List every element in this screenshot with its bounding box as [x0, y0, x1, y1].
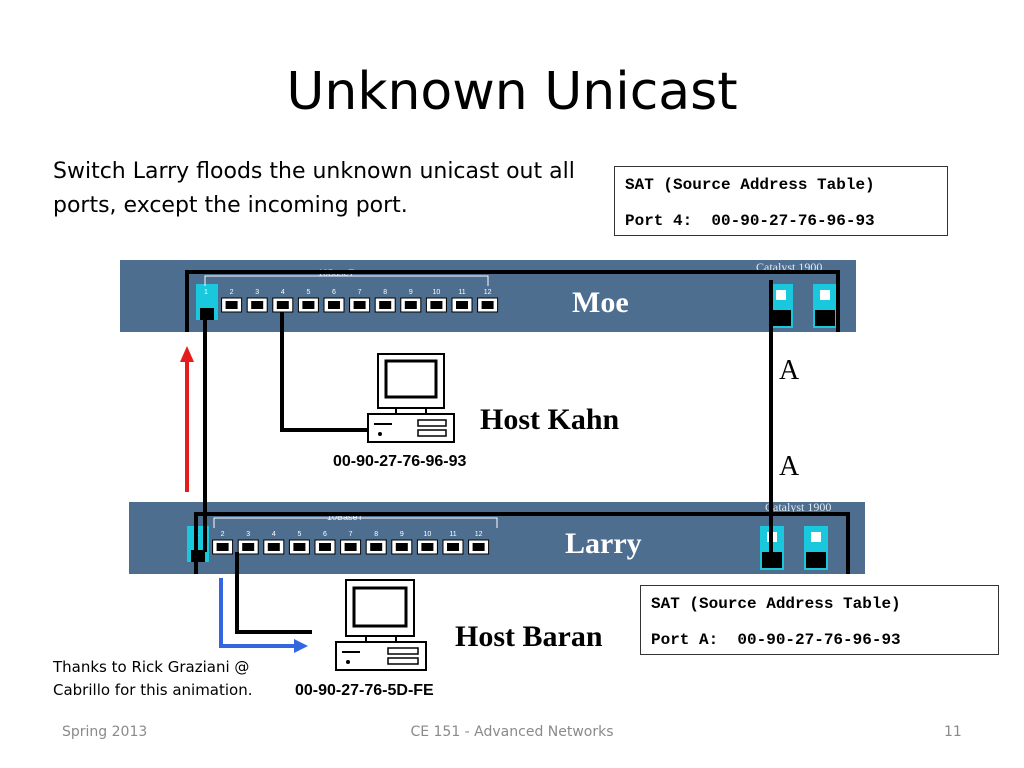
footer-page-number: 11 [944, 724, 962, 740]
switch-larry-frame-line [194, 512, 850, 574]
cable-larry-port2-to-host-baran [235, 552, 312, 634]
switch-larry-port-number-2: 2 [221, 531, 225, 538]
switch-larry-port-number-8: 8 [374, 531, 378, 538]
switch-moe-port-number-1: 1 [204, 289, 208, 296]
switch-larry-10baset-label: 10BaseT [327, 512, 364, 522]
host-baran-mac: 00-90-27-76-5D-FE [295, 682, 434, 699]
sat-header: SAT (Source Address Table) [651, 595, 901, 613]
footer-date: Spring 2013 [62, 724, 148, 740]
computer-icon-host-kahn [367, 353, 455, 443]
switch-larry-port-number-7: 7 [349, 531, 353, 538]
switch-moe-frame-line [185, 270, 840, 332]
switch-larry-port-number-9: 9 [400, 531, 404, 538]
sat-entry: Port A: 00-90-27-76-96-93 [651, 631, 901, 649]
uplink-label-top: A [779, 355, 800, 386]
switch-larry-port-number-10: 10 [424, 531, 432, 538]
switch-moe-name: Moe [572, 286, 629, 319]
switch-larry-brand: Catalyst 1900 [765, 500, 832, 514]
frame-arrow-head [294, 639, 308, 653]
switch-moe-port-number-6: 6 [332, 289, 336, 296]
switch-moe-port-number-12: 12 [484, 289, 492, 296]
switch-moe-port-number-4: 4 [281, 289, 285, 296]
credits-line-2: Cabrillo for this animation. [53, 681, 253, 699]
host-kahn-label: Host Kahn [480, 403, 620, 436]
switch-moe-port-number-11: 11 [458, 289, 465, 296]
sat-table-larry: SAT (Source Address Table) Port A: 00-90… [640, 585, 999, 655]
switch-moe-port-number-7: 7 [358, 289, 362, 296]
switch-moe-10baset-bracket [204, 275, 489, 286]
sat-table-moe: SAT (Source Address Table) Port 4: 00-90… [614, 166, 948, 236]
switch-larry-port-number-5: 5 [297, 531, 301, 538]
switch-moe-port-number-2: 2 [230, 289, 234, 296]
flood-arrow-head [180, 346, 194, 362]
host-kahn-mac: 00-90-27-76-96-93 [333, 453, 467, 470]
switch-moe-port-number-3: 3 [255, 289, 259, 296]
host-baran-label: Host Baran [455, 620, 603, 653]
slide-title: Unknown Unicast [286, 62, 738, 122]
sat-entry: Port 4: 00-90-27-76-96-93 [625, 212, 875, 230]
cable-moe-port4-to-host-kahn [280, 312, 372, 432]
footer-course: CE 151 - Advanced Networks [410, 724, 614, 740]
switch-larry-port-number-6: 6 [323, 531, 327, 538]
credits-line-1: Thanks to Rick Graziani @ [53, 658, 250, 676]
switch-moe-port-number-8: 8 [383, 289, 387, 296]
switch-moe-port-number-5: 5 [306, 289, 310, 296]
credits: Thanks to Rick Graziani @ Cabrillo for t… [53, 656, 253, 702]
frame-arrow-shaft [219, 578, 296, 648]
slide-intro-text: Switch Larry floods the unknown unicast … [53, 159, 575, 218]
switch-moe-port-number-10: 10 [433, 289, 441, 296]
uplink-label-bottom: A [779, 451, 800, 482]
switch-larry-port-number-11: 11 [449, 531, 456, 538]
switch-larry-port-number-4: 4 [272, 531, 276, 538]
switch-larry-port-number-12: 12 [475, 531, 483, 538]
switch-larry-name: Larry [565, 527, 642, 560]
switch-larry-10baset-bracket [213, 517, 498, 528]
switch-larry-port-number-3: 3 [246, 531, 250, 538]
sat-header: SAT (Source Address Table) [625, 176, 875, 194]
switch-moe-port-number-9: 9 [409, 289, 413, 296]
computer-icon-host-baran [335, 579, 427, 671]
